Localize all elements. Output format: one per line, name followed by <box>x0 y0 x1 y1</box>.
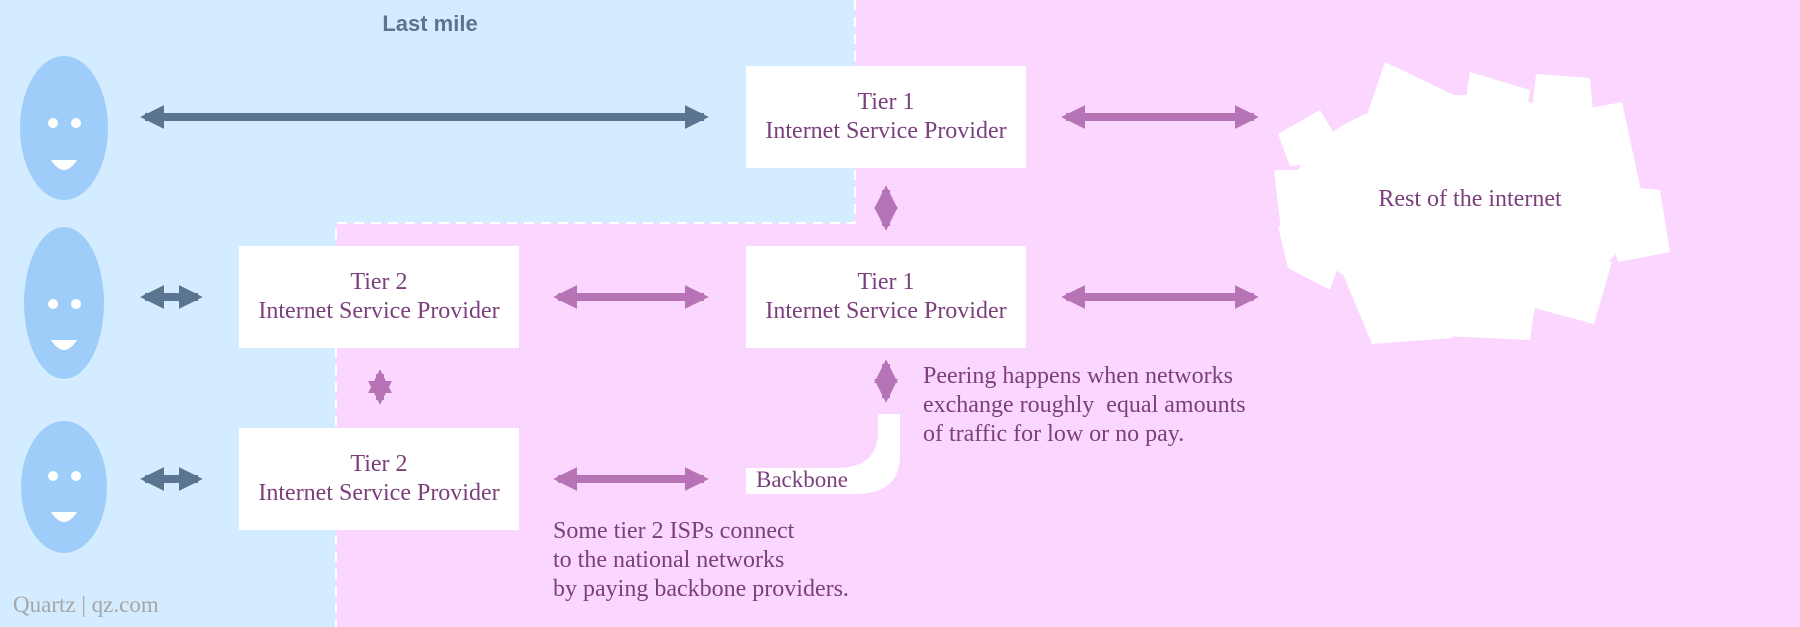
peering-note-line: exchange roughly equal amounts <box>923 392 1246 418</box>
tier1-isp-mid-box: Tier 1 Internet Service Provider <box>746 246 1026 348</box>
tier2-note-line: by paying backbone providers. <box>553 576 849 602</box>
tier1-isp-mid-name: Internet Service Provider <box>765 298 1007 324</box>
last-mile-region <box>0 0 855 627</box>
user-face-3 <box>21 421 107 553</box>
tier2-isp-mid-tier: Tier 2 <box>350 269 408 295</box>
tier1-isp-top-box: Tier 1 Internet Service Provider <box>746 66 1026 168</box>
user-face-2 <box>24 227 104 379</box>
tier2-note-line: to the national networks <box>553 547 785 573</box>
internet-cloud <box>1274 62 1670 344</box>
tier2-isp-mid-name: Internet Service Provider <box>258 298 500 324</box>
tier1-isp-top-tier: Tier 1 <box>857 89 915 115</box>
peering-note: Peering happens when networks exchange r… <box>923 362 1246 449</box>
peering-note-line: of traffic for low or no pay. <box>923 421 1185 447</box>
tier1-isp-top-name: Internet Service Provider <box>765 118 1007 144</box>
tier2-isp-bottom-tier: Tier 2 <box>350 451 408 477</box>
tier2-isp-mid-box: Tier 2 Internet Service Provider <box>239 246 519 348</box>
tier1-isp-mid-tier: Tier 1 <box>857 269 915 295</box>
source-credit: Quartz | qz.com <box>13 592 159 617</box>
peering-note-line: Peering happens when networks <box>923 363 1233 389</box>
backbone-line <box>746 414 900 494</box>
tier2-isp-bottom-box: Tier 2 Internet Service Provider <box>239 428 519 530</box>
user-face-1 <box>20 56 108 200</box>
tier2-note: Some tier 2 ISPs connect to the national… <box>553 517 849 604</box>
tier2-isp-bottom-name: Internet Service Provider <box>258 480 500 506</box>
tier2-note-line: Some tier 2 ISPs connect <box>553 518 795 544</box>
backbone-label: Backbone <box>756 467 848 492</box>
internet-cloud-label: Rest of the internet <box>1378 186 1562 212</box>
last-mile-label: Last mile <box>382 11 478 36</box>
